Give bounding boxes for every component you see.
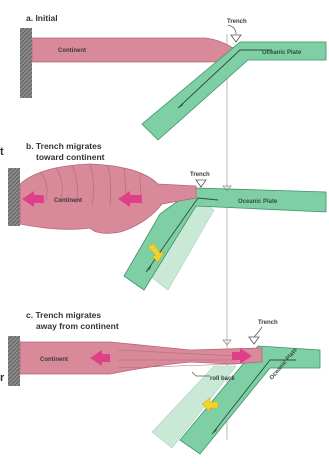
panel-c-title-line1: c. Trench migrates xyxy=(26,310,101,320)
panel-c-rollback-label: roll back xyxy=(210,376,235,382)
panel-b-trench-marker xyxy=(196,180,206,187)
panel-a-title: a. Initial xyxy=(26,13,58,23)
panel-a-continent-label: Continent xyxy=(58,48,86,54)
panel-b: b. Trench migrates toward continent Ocea… xyxy=(8,141,326,290)
panel-a-oceanic-label: Oceanic Plate xyxy=(262,50,302,56)
panel-b-trench-label: Trench xyxy=(190,172,210,178)
panel-c-backstop xyxy=(8,336,20,386)
panel-a-backstop xyxy=(20,28,32,98)
panel-c-title-line2: away from continent xyxy=(36,321,119,331)
panel-b-oceanic-label: Oceanic Plate xyxy=(238,199,278,205)
panel-a-trench-label: Trench xyxy=(227,19,247,25)
panel-c: c. Trench migrates away from continent O… xyxy=(8,310,320,454)
panel-a: a. Initial Continent Oceanic Plate Trenc… xyxy=(20,13,326,140)
panel-b-title-line2: toward continent xyxy=(36,152,105,162)
panel-c-continent-label: Continent xyxy=(40,357,68,363)
panel-b-backstop xyxy=(8,168,20,226)
panel-c-trench-label: Trench xyxy=(258,320,278,326)
panel-c-trench-marker xyxy=(249,337,259,344)
panel-a-trench-marker xyxy=(231,35,241,42)
panel-a-trench-pointer xyxy=(228,25,236,34)
panel-b-title-line1: b. Trench migrates xyxy=(26,141,102,151)
panel-b-continent-label: Continent xyxy=(54,198,82,204)
panel-c-trench-pointer xyxy=(254,327,262,337)
